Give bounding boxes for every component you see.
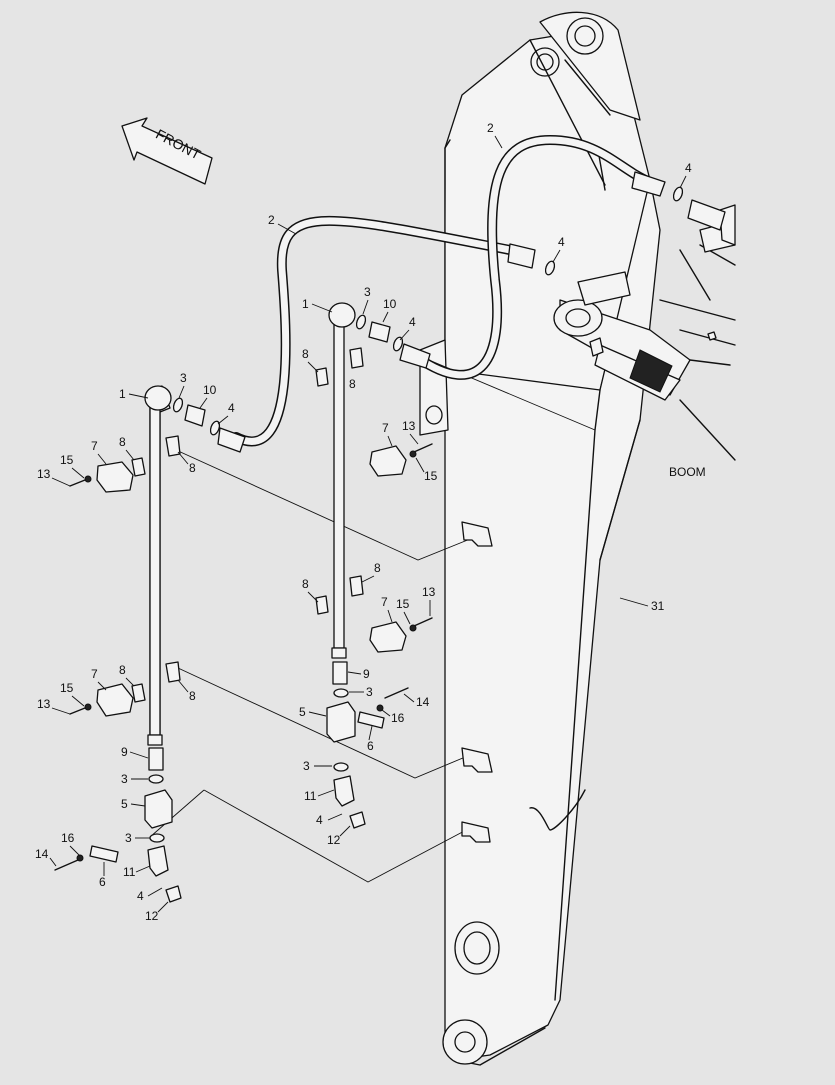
callout-7: 7 [91, 667, 98, 681]
callout-4: 4 [137, 889, 144, 903]
callout-4: 4 [685, 161, 692, 175]
boom-clamps [461, 521, 493, 843]
callout-14: 14 [416, 695, 430, 709]
callout-8: 8 [189, 461, 196, 475]
callout-6: 6 [99, 875, 106, 889]
callout-3: 3 [180, 371, 187, 385]
callout-8: 8 [302, 347, 309, 361]
callout-4: 4 [558, 235, 565, 249]
leader-lines [149, 351, 596, 883]
boom-cylinder [553, 204, 736, 461]
callout-9: 9 [121, 745, 128, 759]
callout-7: 7 [91, 439, 98, 453]
callout-8: 8 [374, 561, 381, 575]
callout-8: 8 [119, 663, 126, 677]
callout-15: 15 [396, 597, 410, 611]
callout-13: 13 [402, 419, 416, 433]
callout-14: 14 [35, 847, 49, 861]
callout-4: 4 [228, 401, 235, 415]
callout-9: 9 [363, 667, 370, 681]
callout-8: 8 [349, 377, 356, 391]
callout-10: 10 [203, 383, 217, 397]
callout-15: 15 [60, 681, 74, 695]
callout-3: 3 [121, 772, 128, 786]
callout-2: 2 [268, 213, 275, 227]
callout-7: 7 [381, 595, 388, 609]
callout-1: 1 [302, 297, 309, 311]
left-pipe-assembly [54, 385, 206, 903]
callout-2: 2 [487, 121, 494, 135]
callout-12: 12 [327, 833, 341, 847]
hoses [209, 134, 726, 453]
callout-4: 4 [316, 813, 323, 827]
front-arrow: FRONT [121, 117, 213, 185]
callout-7: 7 [382, 421, 389, 435]
callout-11: 11 [123, 865, 136, 879]
callout-13: 13 [37, 697, 51, 711]
callout-3: 3 [303, 759, 310, 773]
callout-10: 10 [383, 297, 397, 311]
callout-8: 8 [119, 435, 126, 449]
callout-15: 15 [60, 453, 74, 467]
callout-8: 8 [302, 577, 309, 591]
callout-31: 31 [651, 599, 665, 613]
callout-11: 11 [304, 789, 317, 803]
callout-6: 6 [367, 739, 374, 753]
callout-3: 3 [125, 831, 132, 845]
callout-5: 5 [121, 797, 128, 811]
callout-16: 16 [61, 831, 75, 845]
callout-15: 15 [424, 469, 438, 483]
callouts: 2 4 2 4 1 3 10 4 8 8 1 3 10 4 13 7 15 7 [35, 121, 706, 923]
callout-13: 13 [37, 467, 51, 481]
callout-12: 12 [145, 909, 159, 923]
callout-1: 1 [119, 387, 126, 401]
callout-3: 3 [364, 285, 371, 299]
callout-5: 5 [299, 705, 306, 719]
callout-13: 13 [422, 585, 436, 599]
callout-3: 3 [366, 685, 373, 699]
callout-8: 8 [189, 689, 196, 703]
middle-pipe-assembly [315, 302, 433, 829]
callout-boom: BOOM [669, 465, 706, 479]
callout-4: 4 [409, 315, 416, 329]
callout-16: 16 [391, 711, 405, 725]
